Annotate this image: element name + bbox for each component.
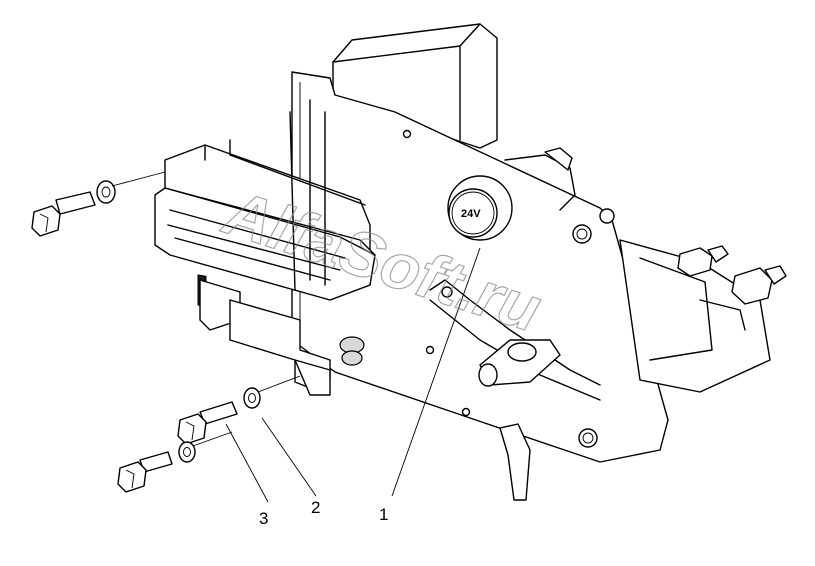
leader-line-1 [391, 247, 481, 497]
bolt-top-left [31, 171, 166, 237]
callout-1: 1 [379, 505, 388, 524]
terminal-studs [677, 245, 787, 331]
leader-line-3 [225, 423, 269, 503]
socket-24v: 24V [447, 175, 513, 241]
plate-bolt [572, 224, 592, 244]
terminal-stud [731, 265, 787, 305]
fuse-relay-box [154, 99, 376, 396]
pin-shaft [478, 339, 561, 387]
mounting-plate [291, 71, 669, 463]
plate-bolts [572, 208, 615, 448]
callout-2: 2 [311, 498, 320, 517]
callout-3: 3 [259, 509, 268, 528]
socket-24v-label: 24V [461, 208, 481, 220]
leader-lines [225, 247, 481, 503]
terminal-stud [677, 245, 729, 277]
cable-grommet [339, 336, 365, 366]
plate-bolt [578, 428, 598, 448]
plate-bolt [599, 208, 615, 224]
lever-handle [499, 423, 531, 501]
bolt-bottom [117, 431, 233, 493]
bolt-middle [177, 375, 301, 445]
leader-line-2 [261, 417, 317, 497]
mounting-bracket-lever [429, 279, 601, 401]
